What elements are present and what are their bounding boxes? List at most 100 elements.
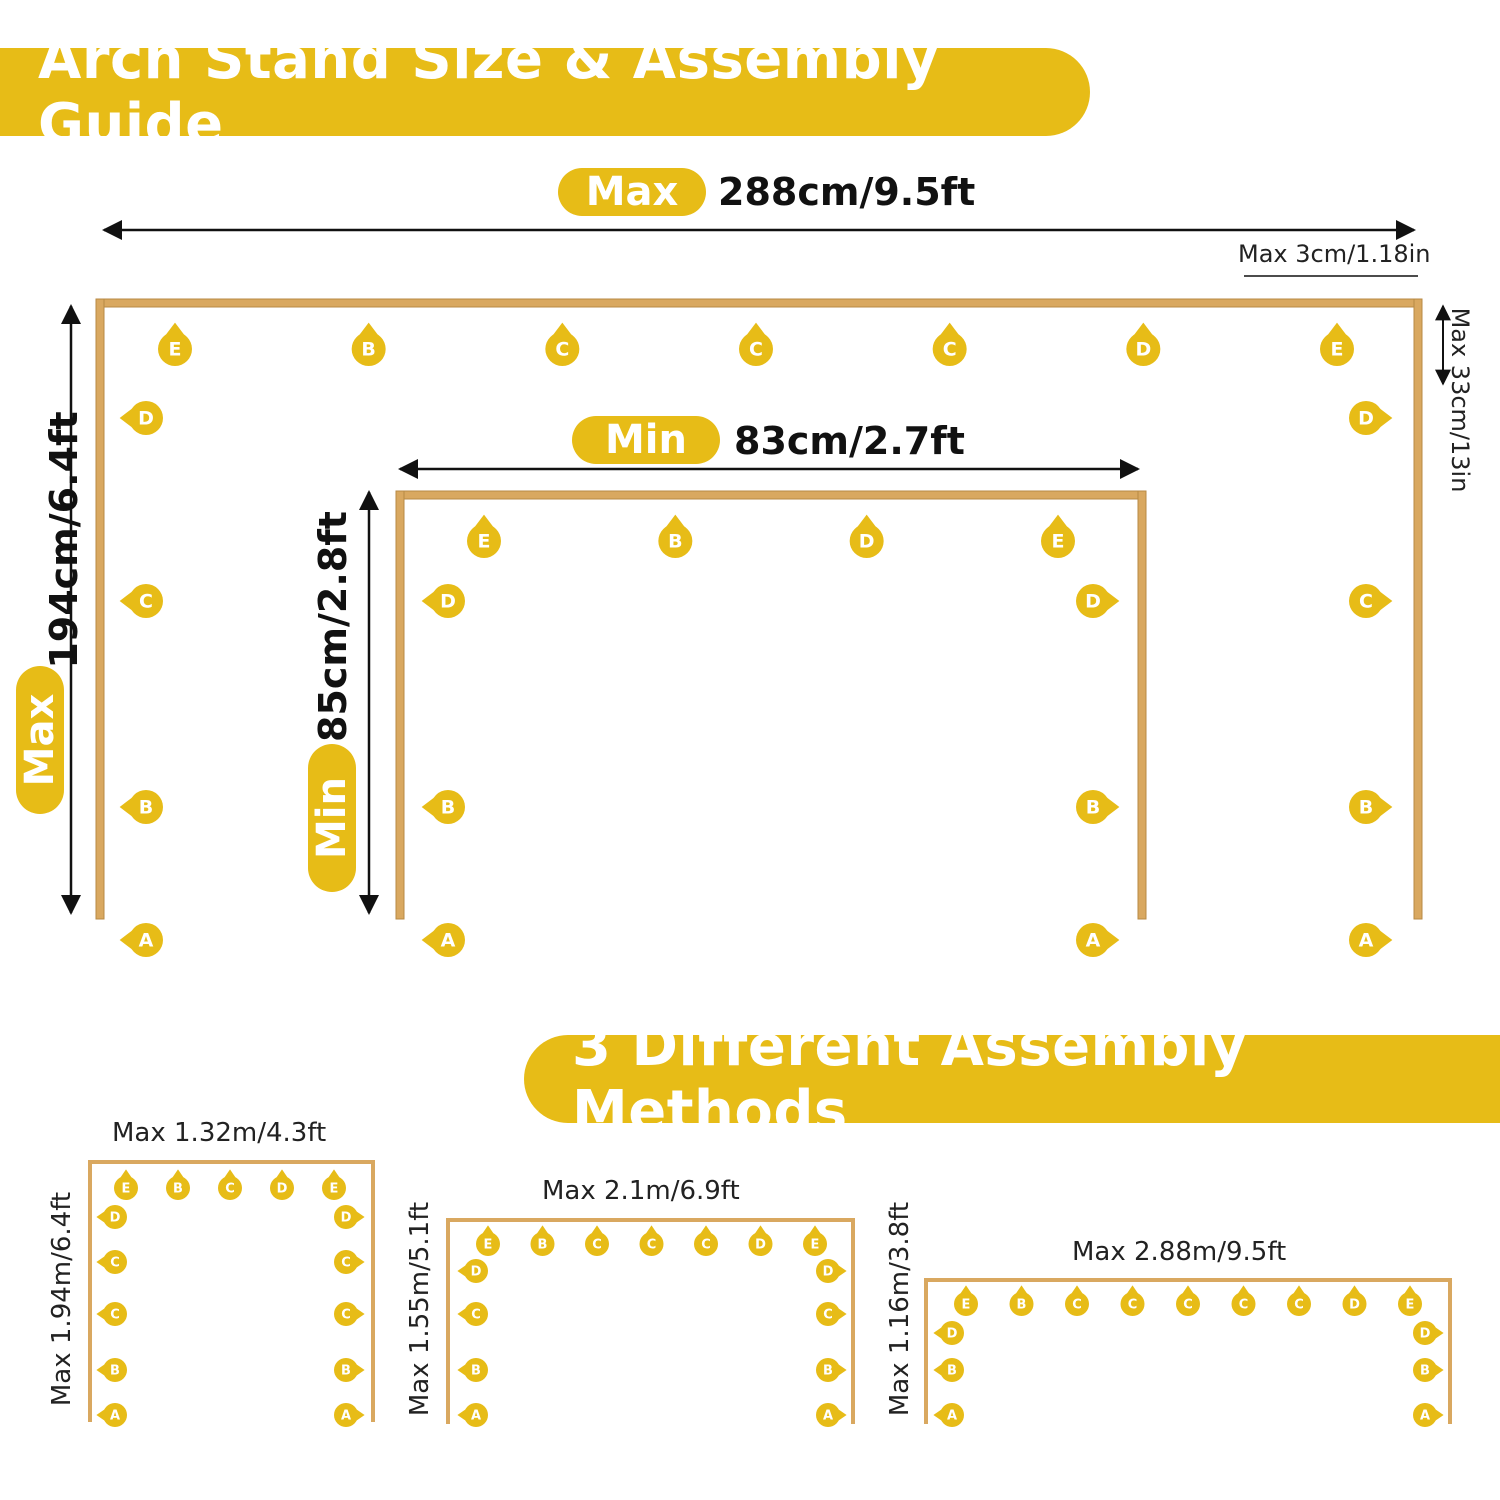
svg-text:C: C xyxy=(592,1238,602,1253)
svg-text:D: D xyxy=(823,1265,834,1280)
m2-right-marker: A xyxy=(816,1403,847,1427)
svg-text:D: D xyxy=(110,1211,121,1226)
max-top-marker: E xyxy=(1320,322,1354,366)
max-top-marker: C xyxy=(932,322,967,366)
m3-top-marker: E xyxy=(954,1285,978,1316)
svg-text:C: C xyxy=(1128,1298,1138,1313)
min-width-badge-text: Min xyxy=(605,417,687,463)
m1-left-marker: B xyxy=(96,1358,127,1382)
svg-text:B: B xyxy=(471,1364,481,1379)
m2-right-marker: D xyxy=(816,1259,847,1283)
svg-text:C: C xyxy=(341,1256,351,1271)
svg-text:B: B xyxy=(110,1364,120,1379)
max-width-badge: Max xyxy=(558,168,706,216)
m3-top-marker: C xyxy=(1065,1285,1089,1316)
m1-right-marker: C xyxy=(334,1302,365,1326)
method1-width: Max 1.32m/4.3ft xyxy=(112,1118,327,1148)
m3-right-marker: D xyxy=(1413,1321,1444,1345)
svg-text:A: A xyxy=(947,1409,957,1424)
svg-text:A: A xyxy=(471,1409,481,1424)
m1-right-marker: A xyxy=(334,1403,365,1427)
svg-text:E: E xyxy=(1331,338,1344,360)
svg-text:D: D xyxy=(755,1238,766,1253)
svg-text:D: D xyxy=(947,1327,958,1342)
max-right-marker: C xyxy=(1349,584,1393,618)
svg-text:C: C xyxy=(110,1308,120,1323)
m3-left-marker: D xyxy=(933,1321,964,1345)
svg-text:B: B xyxy=(823,1364,833,1379)
svg-text:B: B xyxy=(1017,1298,1027,1313)
svg-text:E: E xyxy=(169,338,182,360)
method3-width: Max 2.88m/9.5ft xyxy=(1072,1237,1287,1267)
max-left-marker: C xyxy=(119,584,163,618)
m2-top-marker: C xyxy=(585,1225,609,1256)
svg-text:E: E xyxy=(811,1238,820,1253)
svg-text:B: B xyxy=(1359,796,1373,818)
m1-right-marker: C xyxy=(334,1250,365,1274)
svg-text:E: E xyxy=(478,530,491,552)
m2-top-marker: B xyxy=(530,1225,555,1256)
svg-text:C: C xyxy=(1294,1298,1304,1313)
svg-text:A: A xyxy=(823,1409,833,1424)
svg-text:C: C xyxy=(1072,1298,1082,1313)
svg-text:C: C xyxy=(1239,1298,1249,1313)
m3-right-marker: A xyxy=(1413,1403,1444,1427)
min-right-marker: D xyxy=(1076,584,1120,618)
m3-left-marker: B xyxy=(933,1358,964,1382)
svg-text:B: B xyxy=(173,1182,183,1197)
svg-text:C: C xyxy=(139,590,153,612)
m3-right-marker: B xyxy=(1413,1358,1444,1382)
m3-top-marker: C xyxy=(1120,1285,1145,1316)
max-left-marker: B xyxy=(119,790,163,824)
svg-text:B: B xyxy=(361,338,375,360)
clamp-note: Max 3cm/1.18in xyxy=(1238,240,1431,268)
svg-text:D: D xyxy=(471,1265,482,1280)
svg-text:C: C xyxy=(341,1308,351,1323)
m2-right-marker: C xyxy=(816,1302,847,1326)
svg-text:D: D xyxy=(440,590,456,612)
svg-text:E: E xyxy=(122,1182,131,1197)
svg-text:D: D xyxy=(138,407,154,429)
m1-left-marker: D xyxy=(96,1205,127,1229)
svg-text:D: D xyxy=(1420,1327,1431,1342)
svg-text:E: E xyxy=(484,1238,493,1253)
min-width-value: 83cm/2.7ft xyxy=(734,419,965,463)
min-left-marker: B xyxy=(421,790,465,824)
svg-text:C: C xyxy=(555,338,569,360)
m1-top-marker: C xyxy=(218,1169,242,1200)
m2-right-marker: B xyxy=(816,1358,847,1382)
m1-top-marker: E xyxy=(322,1169,346,1200)
svg-text:D: D xyxy=(277,1182,288,1197)
max-top-marker: D xyxy=(1126,322,1161,366)
min-top-marker: B xyxy=(658,514,693,558)
svg-text:C: C xyxy=(749,338,763,360)
min-right-marker: A xyxy=(1076,923,1120,957)
svg-text:C: C xyxy=(823,1308,833,1323)
min-right-marker: B xyxy=(1076,790,1120,824)
max-top-marker: C xyxy=(739,322,773,366)
svg-text:D: D xyxy=(1349,1298,1360,1313)
svg-text:C: C xyxy=(943,338,957,360)
m2-left-marker: A xyxy=(457,1403,488,1427)
svg-text:E: E xyxy=(330,1182,339,1197)
method2-frame xyxy=(446,1218,855,1424)
m1-right-marker: D xyxy=(334,1205,365,1229)
svg-text:A: A xyxy=(139,929,154,951)
max-left-marker: A xyxy=(119,923,163,957)
svg-text:D: D xyxy=(341,1211,352,1226)
m2-left-marker: D xyxy=(457,1259,488,1283)
max-frame xyxy=(95,298,1423,920)
title-banner: Arch Stand Size & Assembly Guide xyxy=(0,27,1090,157)
min-top-marker: D xyxy=(849,514,884,558)
m2-top-marker: E xyxy=(803,1225,827,1256)
svg-text:B: B xyxy=(1086,796,1100,818)
max-left-marker: D xyxy=(119,401,163,435)
min-top-marker: E xyxy=(1041,514,1075,558)
svg-text:A: A xyxy=(341,1409,351,1424)
max-width-value: 288cm/9.5ft xyxy=(718,170,976,214)
svg-text:A: A xyxy=(110,1409,120,1424)
max-right-marker: B xyxy=(1349,790,1393,824)
min-left-marker: A xyxy=(421,923,465,957)
methods-banner: 3 Different Assembly Methods xyxy=(524,1014,1500,1144)
